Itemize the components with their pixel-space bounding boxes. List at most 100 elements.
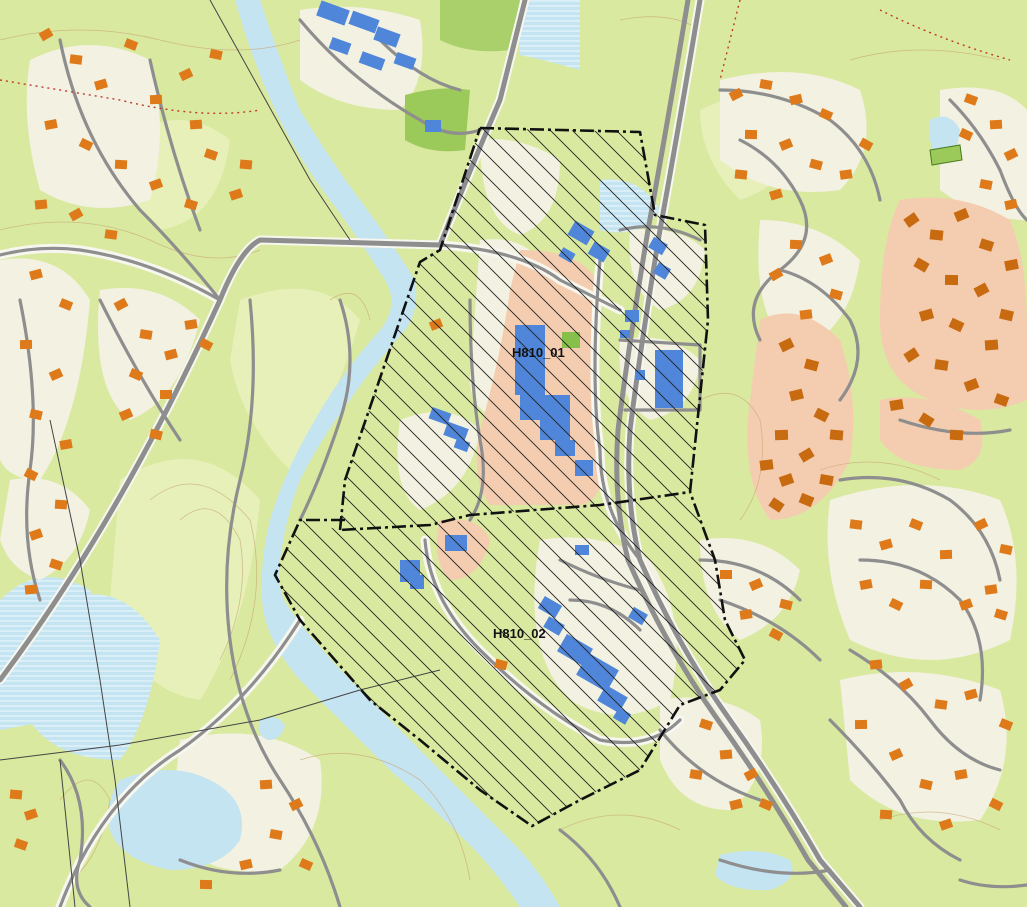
building (537, 595, 563, 619)
building (543, 616, 565, 636)
building (628, 606, 648, 626)
building (24, 584, 38, 595)
building (818, 107, 834, 122)
building (958, 598, 974, 611)
building (28, 528, 44, 541)
building (803, 358, 820, 372)
building (854, 719, 868, 730)
building (575, 460, 593, 476)
building (34, 199, 48, 210)
building (557, 633, 593, 667)
building (879, 809, 893, 820)
building (913, 257, 930, 273)
building (728, 87, 744, 102)
zone-label-h810-01[interactable]: H810_01 (512, 345, 565, 360)
building (373, 26, 401, 48)
hatch-line (441, 128, 708, 530)
zone-label-h810-02[interactable]: H810_02 (493, 626, 546, 641)
building (849, 519, 863, 530)
building (759, 459, 774, 471)
hatch-line (275, 492, 595, 826)
building (575, 545, 589, 555)
building (768, 188, 784, 201)
building (113, 297, 129, 312)
building (1003, 147, 1019, 162)
hatch-line (340, 128, 708, 530)
building (69, 54, 83, 65)
building (68, 207, 84, 222)
building (984, 584, 998, 595)
building (298, 857, 314, 872)
hatch-line (340, 128, 708, 530)
hatch-line (275, 492, 727, 826)
hatch-line (340, 128, 708, 530)
building (620, 330, 630, 338)
building (567, 220, 595, 246)
building (288, 797, 304, 812)
building (183, 198, 199, 211)
building (104, 229, 118, 240)
building (635, 370, 645, 380)
building (989, 119, 1003, 130)
building (48, 558, 64, 571)
building (818, 253, 834, 266)
building (184, 319, 198, 330)
hatch-line (275, 492, 745, 826)
commercial-buildings (316, 0, 683, 725)
building (410, 575, 424, 589)
building (979, 178, 993, 191)
building (698, 718, 714, 731)
building (888, 597, 904, 612)
building (58, 298, 74, 311)
building (888, 747, 904, 762)
building (114, 159, 128, 170)
building (739, 609, 753, 620)
building (908, 518, 924, 531)
building (734, 169, 748, 180)
hatch-line (340, 128, 708, 530)
river (235, 0, 560, 907)
building (993, 393, 1010, 407)
building (828, 288, 844, 301)
hatch-line (275, 492, 683, 826)
building (328, 36, 352, 56)
building (929, 229, 944, 241)
building (625, 310, 639, 322)
building (964, 688, 978, 701)
building (655, 350, 683, 408)
building (316, 0, 350, 26)
building (648, 236, 668, 256)
building (869, 659, 883, 670)
building (878, 538, 894, 551)
hatch-line (340, 128, 708, 530)
building (689, 769, 703, 780)
building (720, 570, 732, 579)
building (128, 368, 144, 381)
hatch-line (340, 128, 708, 530)
zone-labels: H810_01 H810_02 (493, 345, 565, 641)
zone-boundary-h810-02[interactable] (273, 491, 747, 828)
building (93, 78, 109, 91)
building (23, 808, 39, 821)
building (988, 797, 1004, 812)
building (198, 337, 214, 352)
building (778, 337, 795, 353)
building (759, 79, 773, 90)
building (798, 492, 815, 508)
building (903, 212, 920, 228)
building (348, 10, 380, 34)
residential-areas (0, 6, 1027, 872)
residential-buildings (9, 27, 1019, 890)
zone-boundary-h810-01[interactable] (338, 126, 710, 532)
building (743, 767, 759, 782)
building (612, 707, 632, 725)
hatch-line (397, 128, 708, 530)
building (48, 367, 64, 382)
building (774, 429, 789, 441)
building (819, 473, 834, 487)
building (779, 598, 793, 611)
hatch-line (463, 128, 708, 530)
